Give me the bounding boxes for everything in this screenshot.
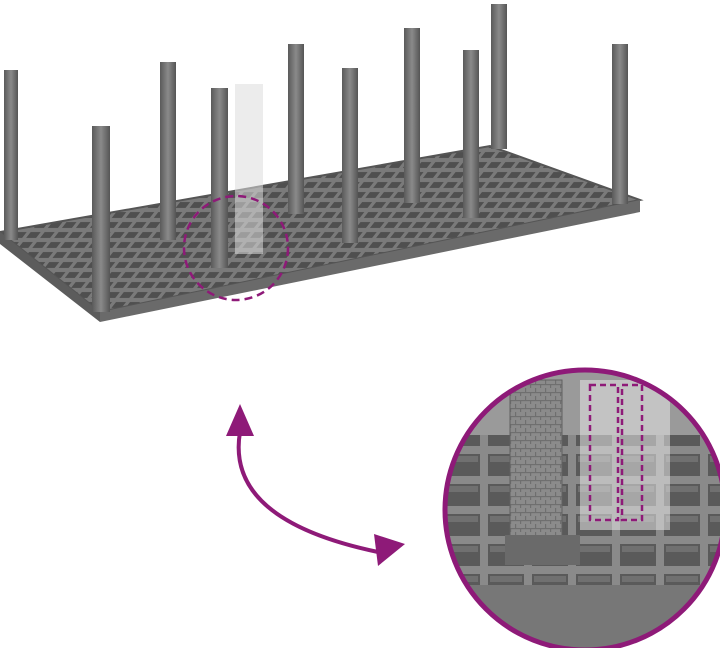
- rack-base: [0, 144, 644, 322]
- curved-double-arrow-icon: [226, 404, 405, 566]
- detail-marker: [182, 194, 290, 302]
- magnifier-circle-icon: [442, 367, 720, 648]
- rack-posts: [4, 4, 628, 312]
